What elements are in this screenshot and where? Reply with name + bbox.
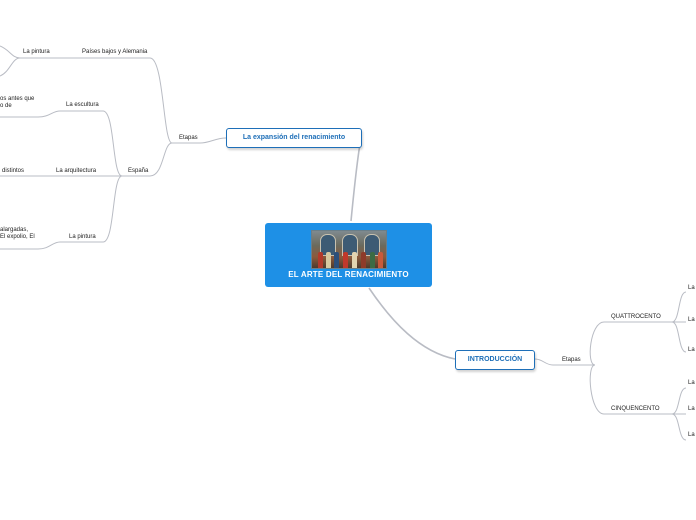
central-topic[interactable]: EL ARTE DEL RENACIMIENTO bbox=[265, 223, 432, 287]
intro-stages-label[interactable]: Etapas bbox=[562, 357, 581, 363]
espana-pintura-label[interactable]: La pintura bbox=[69, 234, 96, 240]
escultura-note-line-2: o de bbox=[0, 103, 12, 109]
central-topic-title: EL ARTE DEL RENACIMIENTO bbox=[288, 270, 409, 279]
paises-bajos-label[interactable]: Países bajos y Alemania bbox=[82, 49, 148, 55]
cinquecento-label[interactable]: CINQUENCENTO bbox=[611, 406, 660, 412]
quattrocento-item[interactable]: La bbox=[688, 285, 695, 291]
paises-pintura-label[interactable]: La pintura bbox=[23, 49, 50, 55]
expansion-topic[interactable]: La expansión del renacimiento bbox=[226, 128, 362, 148]
expansion-stages-label[interactable]: Etapas bbox=[179, 135, 198, 141]
quattrocento-item[interactable]: La bbox=[688, 317, 695, 323]
escultura-note-line-1: os antes que bbox=[0, 96, 35, 102]
arquitectura-label[interactable]: La arquitectura bbox=[56, 168, 97, 174]
intro-topic-title: INTRODUCCIÓN bbox=[467, 356, 523, 363]
arquitectura-note: distintos bbox=[2, 168, 25, 174]
pintura-note-line-2: El expolio, El bbox=[0, 234, 35, 240]
expansion-topic-title: La expansión del renacimiento bbox=[242, 134, 346, 141]
quattrocento-label[interactable]: QUATTROCENTO bbox=[611, 314, 661, 320]
pintura-note-line-1: alargadas, bbox=[0, 227, 29, 233]
quattrocento-item[interactable]: La bbox=[688, 347, 695, 353]
cinquecento-item[interactable]: La bbox=[688, 432, 695, 438]
cinquecento-item[interactable]: La bbox=[688, 406, 695, 412]
escultura-label[interactable]: La escultura bbox=[66, 102, 99, 108]
espana-label[interactable]: España bbox=[128, 168, 149, 174]
cinquecento-item[interactable]: La bbox=[688, 380, 695, 386]
renaissance-painting-image bbox=[311, 230, 387, 269]
intro-topic[interactable]: INTRODUCCIÓN bbox=[455, 350, 535, 370]
